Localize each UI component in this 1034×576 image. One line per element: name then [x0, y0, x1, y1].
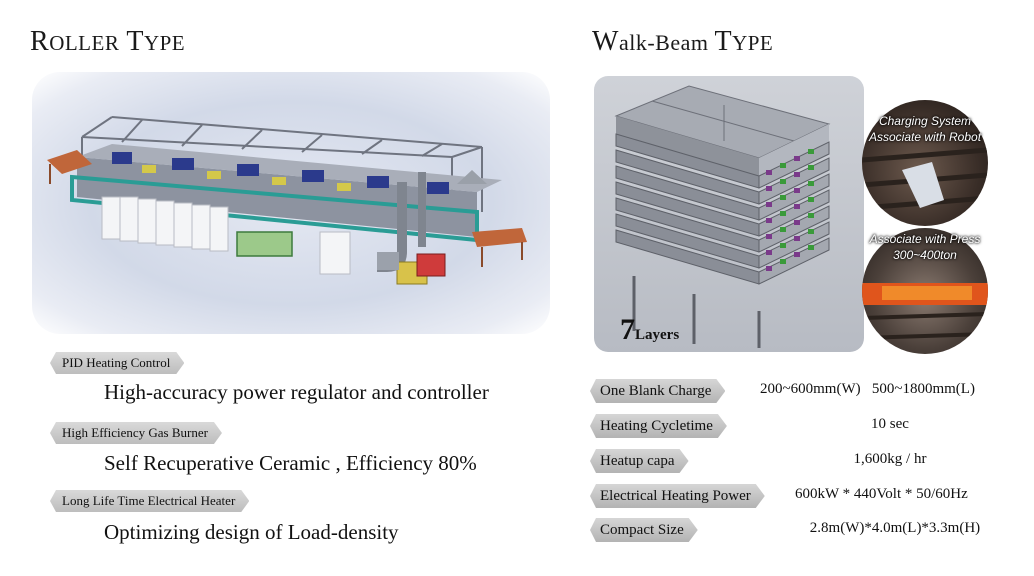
layer-connector: [780, 163, 786, 168]
layer-connector: [808, 229, 814, 234]
robot-charging-photo-icon: [862, 147, 988, 211]
spec-label-power: Electrical Heating Power: [590, 484, 765, 508]
press-photo-icon: [862, 283, 988, 340]
layer-connector: [780, 195, 786, 200]
layer-connector: [794, 236, 800, 241]
layer-connector: [766, 218, 772, 223]
layer-connector: [794, 172, 800, 177]
layer-connector: [794, 204, 800, 209]
spec-value-cycletime: 10 sec: [871, 416, 909, 432]
roller-furnace-image: [32, 72, 550, 334]
layer-connector: [808, 149, 814, 154]
layer-connector: [766, 202, 772, 207]
robot-charging-photo: [862, 100, 988, 226]
layer-connector: [766, 234, 772, 239]
layer-connector: [766, 250, 772, 255]
layer-connector: [766, 266, 772, 271]
layer-connector: [780, 243, 786, 248]
spec-label-heatup: Heatup capa: [590, 449, 689, 473]
spec-value-heatup: 1,600kg / hr: [853, 451, 927, 467]
roller-furnace-render-icon: [47, 116, 527, 285]
layer-connector: [808, 245, 814, 250]
layer-connector: [766, 186, 772, 191]
layers-label: 7Layers: [620, 313, 680, 346]
layer-connector: [780, 227, 786, 232]
layer-connector: [808, 213, 814, 218]
feature-desc-gas-burner: Self Recuperative Ceramic , Efficiency 8…: [104, 451, 477, 475]
spec-value-power: 600kW * 440Volt * 50/60Hz: [795, 486, 968, 502]
layer-connector: [808, 197, 814, 202]
feature-tag-pid: PID Heating Control: [50, 352, 184, 374]
spec-label-size: Compact Size: [590, 518, 698, 542]
walk-beam-furnace-render-icon: [614, 85, 831, 348]
robot-charging-label: Charging System Associate with Robot: [868, 114, 982, 144]
layer-connector: [794, 220, 800, 225]
spec-label-cycletime: Heating Cycletime: [590, 414, 727, 438]
layer-connector: [766, 170, 772, 175]
layer-connector: [794, 252, 800, 257]
walk-beam-type-title: Walk-Beam TYPE: [592, 26, 774, 57]
spec-label-blank-charge: One Blank Charge: [590, 379, 725, 403]
layer-connector: [808, 181, 814, 186]
feature-tag-gas-burner: High Efficiency Gas Burner: [50, 422, 222, 444]
press-label: Associate with Press 300~400ton: [869, 232, 981, 262]
feature-desc-pid: High-accuracy power regulator and contro…: [104, 380, 489, 404]
spec-value-size: 2.8m(W)*4.0m(L)*3.3m(H): [809, 520, 981, 536]
layer-connector: [794, 156, 800, 161]
spec-value-blank-charge: 200~600mm(W) 500~1800mm(L): [760, 381, 975, 397]
feature-desc-heater: Optimizing design of Load-density: [104, 520, 399, 544]
layer-connector: [780, 179, 786, 184]
feature-tag-heater: Long Life Time Electrical Heater: [50, 490, 249, 512]
walk-beam-furnace-image: [594, 76, 864, 352]
layer-connector: [794, 188, 800, 193]
layer-connector: [808, 165, 814, 170]
layer-connector: [780, 211, 786, 216]
roller-type-title: ROLLER TYPE: [30, 26, 186, 57]
layer-connector: [780, 259, 786, 264]
press-photo: [862, 228, 988, 354]
